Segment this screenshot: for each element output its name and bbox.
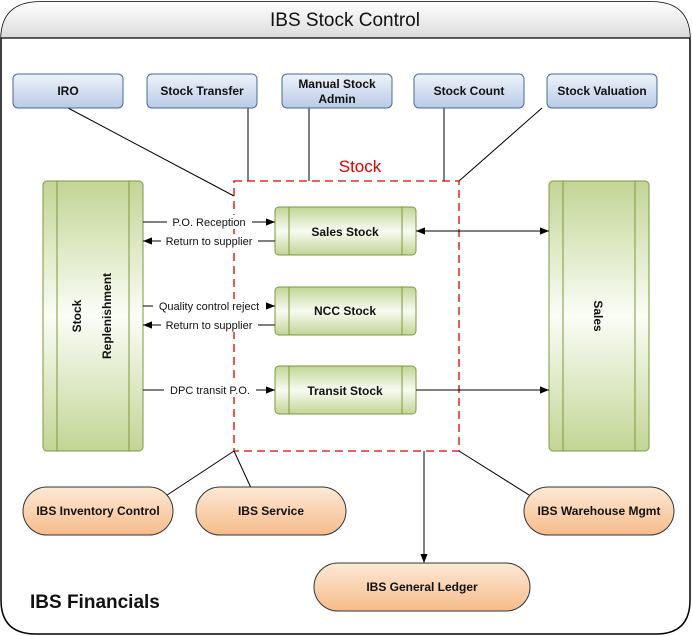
sales-stock-box[interactable]: Sales Stock <box>274 206 417 256</box>
top-module-stock-valuation[interactable]: Stock Valuation <box>546 73 658 109</box>
top-module-iro[interactable]: IRO <box>12 73 124 109</box>
flow-po-reception: P.O. Reception <box>143 215 275 229</box>
module-label: IBS Warehouse Mgmt <box>538 504 661 518</box>
flow-dpc-transit: DPC transit P.O. <box>143 383 275 397</box>
ibs-warehouse-mgmt[interactable]: IBS Warehouse Mgmt <box>523 486 675 536</box>
financials-label: IBS Financials <box>30 592 160 613</box>
stock-box-label: NCC Stock <box>314 304 376 318</box>
ncc-stock-box[interactable]: NCC Stock <box>274 286 417 336</box>
module-label: Stock Valuation <box>557 84 646 98</box>
stock-box-label: Transit Stock <box>307 384 383 398</box>
top-module-manual-stock-admin[interactable]: Manual Stock Admin <box>281 73 393 109</box>
transit-stock-box[interactable]: Transit Stock <box>274 365 417 415</box>
module-label: IBS Inventory Control <box>36 504 159 518</box>
flow-return-supplier-2: Return to supplier <box>143 318 275 332</box>
module-label: Manual Stock <box>298 77 376 91</box>
top-connectors <box>67 107 543 197</box>
flow-label: P.O. Reception <box>172 217 245 229</box>
replenishment-label-line1: Stock <box>70 299 84 332</box>
flow-label: Quality control reject <box>159 301 259 313</box>
module-label-line2: Admin <box>318 92 355 106</box>
sales-block[interactable]: Sales <box>548 180 650 452</box>
module-label: Stock Transfer <box>160 84 244 98</box>
replenishment-label-line2: Replenishment <box>100 273 114 359</box>
ibs-service[interactable]: IBS Service <box>195 486 347 536</box>
stock-group-label: Stock <box>339 157 382 176</box>
top-module-stock-transfer[interactable]: Stock Transfer <box>146 73 258 109</box>
flow-label: Return to supplier <box>166 320 253 332</box>
flow-qc-reject: Quality control reject <box>143 299 275 313</box>
header-band <box>1 2 690 40</box>
flow-return-supplier-1: Return to supplier <box>143 234 275 248</box>
module-label: IRO <box>57 84 78 98</box>
module-label: IBS General Ledger <box>366 580 478 594</box>
flow-label: Return to supplier <box>166 236 253 248</box>
module-label: IBS Service <box>238 504 304 518</box>
ibs-general-ledger[interactable]: IBS General Ledger <box>313 562 531 612</box>
stock-box-label: Sales Stock <box>311 225 379 239</box>
sales-label: Sales <box>591 300 605 332</box>
page-title: IBS Stock Control <box>270 10 420 31</box>
ibs-inventory-control[interactable]: IBS Inventory Control <box>22 486 174 536</box>
stock-replenishment-block[interactable]: Stock Replenishment <box>42 180 144 452</box>
top-module-stock-count[interactable]: Stock Count <box>413 73 525 109</box>
flow-label: DPC transit P.O. <box>170 385 250 397</box>
module-label: Stock Count <box>434 84 505 98</box>
